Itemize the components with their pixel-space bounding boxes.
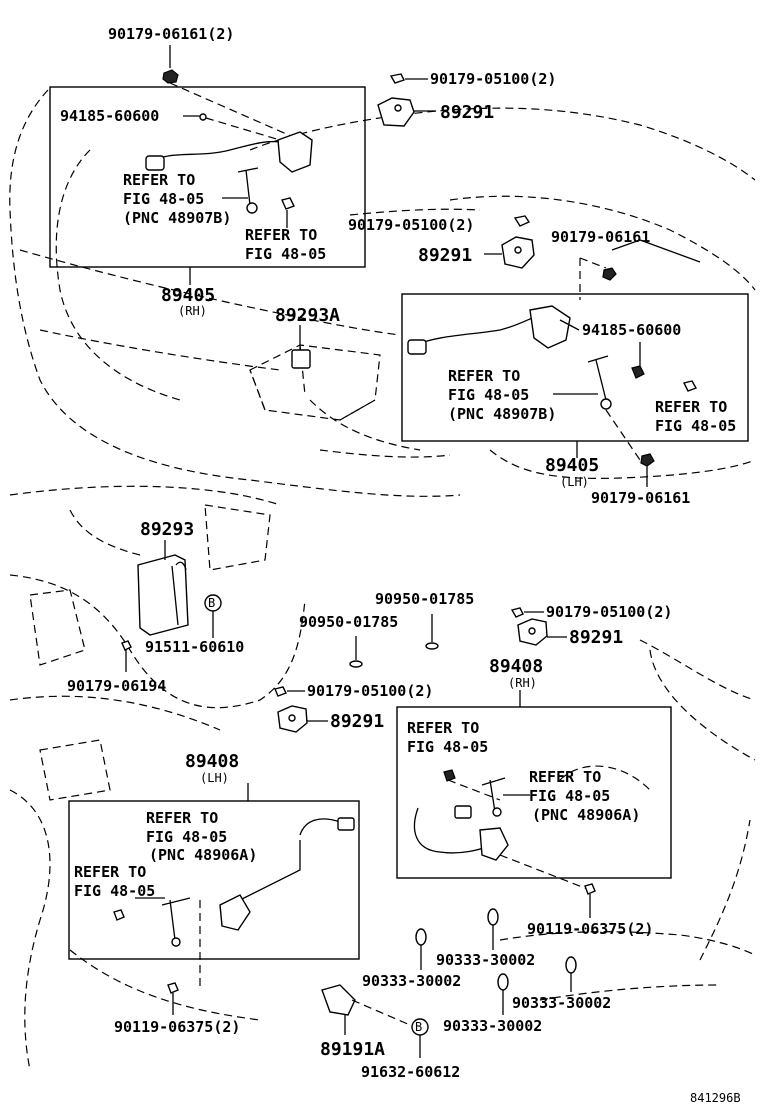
- part-number-label: 91511-60610: [145, 638, 244, 656]
- figure-reference-label: FIG 48-05: [529, 787, 610, 805]
- bumper-box: [249, 344, 381, 421]
- part-number-label: 90179-06161: [551, 228, 650, 246]
- body-outline-rear: [9, 639, 756, 1071]
- reference-b-circle: B: [204, 594, 222, 612]
- height-sensor-assembly-icon: [407, 305, 698, 410]
- part-number-label: 89291: [569, 627, 623, 648]
- part-number-label: 90179-05100(2): [307, 682, 433, 700]
- figure-reference-label: FIG 48-05: [448, 386, 529, 404]
- reference-b-label: B: [415, 1020, 422, 1034]
- part-number-label: 90179-05100(2): [348, 216, 474, 234]
- refer-to-label: REFER TO: [448, 367, 520, 385]
- part-number-label: 89408: [489, 656, 543, 677]
- nut-icon: [513, 215, 531, 227]
- grommet-icon: [349, 642, 439, 668]
- part-number-label: 91632-60612: [361, 1063, 460, 1081]
- part-number-label: 94185-60600: [582, 321, 681, 339]
- refer-to-label: REFER TO: [146, 809, 218, 827]
- nut-icon: [389, 73, 405, 84]
- part-number-label: 90119-06375(2): [114, 1018, 240, 1036]
- height-sensor-assembly-icon: [413, 769, 509, 861]
- refer-to-label: REFER TO: [74, 863, 146, 881]
- pnc-reference-label: (PNC 48906A): [532, 806, 640, 824]
- pnc-reference-label: (PNC 48906A): [149, 846, 257, 864]
- nut-icon: [602, 267, 617, 281]
- frame-rh-rear-sensor: [396, 706, 672, 879]
- side-label: (LH): [200, 771, 229, 785]
- part-number-label: 90950-01785: [375, 590, 474, 608]
- side-label: (RH): [178, 304, 207, 318]
- relay-icon: [291, 349, 311, 369]
- side-label: (LH): [560, 475, 589, 489]
- part-number-label: 90333-30002: [362, 972, 461, 990]
- figure-reference-label: FIG 48-05: [245, 245, 326, 263]
- part-number-label: 94185-60600: [60, 107, 159, 125]
- refer-to-label: REFER TO: [407, 719, 479, 737]
- frame-lh-rear-sensor: [68, 800, 360, 960]
- part-number-label: 90179-05100(2): [430, 70, 556, 88]
- part-number-label: 89191A: [320, 1039, 385, 1060]
- part-number-label: 89408: [185, 751, 239, 772]
- refer-to-label: REFER TO: [245, 226, 317, 244]
- height-sensor-assembly-icon: [145, 113, 313, 214]
- reference-b-label: B: [208, 596, 215, 610]
- part-number-label: 89293A: [275, 305, 340, 326]
- part-number-label: 89405: [161, 285, 215, 306]
- height-sensor-assembly-icon: [113, 817, 355, 947]
- frame-lh-front-sensor: [401, 293, 749, 442]
- ecu-icon: [137, 554, 189, 636]
- part-number-label: 90950-01785: [299, 613, 398, 631]
- part-number-label: 89405: [545, 455, 599, 476]
- refer-to-label: REFER TO: [655, 398, 727, 416]
- body-outline-interior: [9, 485, 306, 801]
- pnc-reference-label: (PNC 48907B): [448, 405, 556, 423]
- body-outline-front: [9, 89, 756, 497]
- side-label: (RH): [508, 676, 537, 690]
- nut-icon: [274, 686, 287, 697]
- refer-to-label: REFER TO: [123, 171, 195, 189]
- part-number-label: 89291: [418, 245, 472, 266]
- part-number-label: 90119-06375(2): [527, 920, 653, 938]
- part-number-label: 89293: [140, 519, 194, 540]
- part-number-label: 89291: [330, 711, 384, 732]
- height-sensor-icon: [377, 97, 415, 127]
- plug-icon: [415, 908, 577, 991]
- part-number-label: 90333-30002: [512, 994, 611, 1012]
- part-number-label: 90179-06161: [591, 489, 690, 507]
- figure-reference-label: FIG 48-05: [655, 417, 736, 435]
- bolt-icon: [584, 883, 596, 895]
- part-number-label: 90333-30002: [436, 951, 535, 969]
- frame-rh-front-sensor: [49, 86, 366, 268]
- part-number-label: 90179-06161(2): [108, 25, 234, 43]
- drawing-id: 841296B: [690, 1091, 741, 1105]
- part-number-label: 90179-06194: [67, 677, 166, 695]
- refer-to-label: REFER TO: [529, 768, 601, 786]
- figure-reference-label: FIG 48-05: [146, 828, 227, 846]
- figure-reference-label: FIG 48-05: [407, 738, 488, 756]
- reference-b-circle: B: [411, 1018, 429, 1036]
- bolt-icon: [167, 982, 179, 994]
- figure-reference-label: FIG 48-05: [123, 190, 204, 208]
- height-sensor-icon: [277, 705, 308, 733]
- nut-icon: [162, 69, 179, 84]
- part-number-label: 89291: [440, 102, 494, 123]
- part-number-label: 90333-30002: [443, 1017, 542, 1035]
- height-sensor-icon: [517, 618, 548, 646]
- pnc-reference-label: (PNC 48907B): [123, 209, 231, 227]
- bolt-icon: [121, 640, 132, 651]
- height-sensor-icon: [501, 236, 535, 269]
- nut-icon: [640, 453, 655, 467]
- part-number-label: 90179-05100(2): [546, 603, 672, 621]
- nut-icon: [510, 607, 524, 618]
- connector-icon: [321, 984, 356, 1016]
- figure-reference-label: FIG 48-05: [74, 882, 155, 900]
